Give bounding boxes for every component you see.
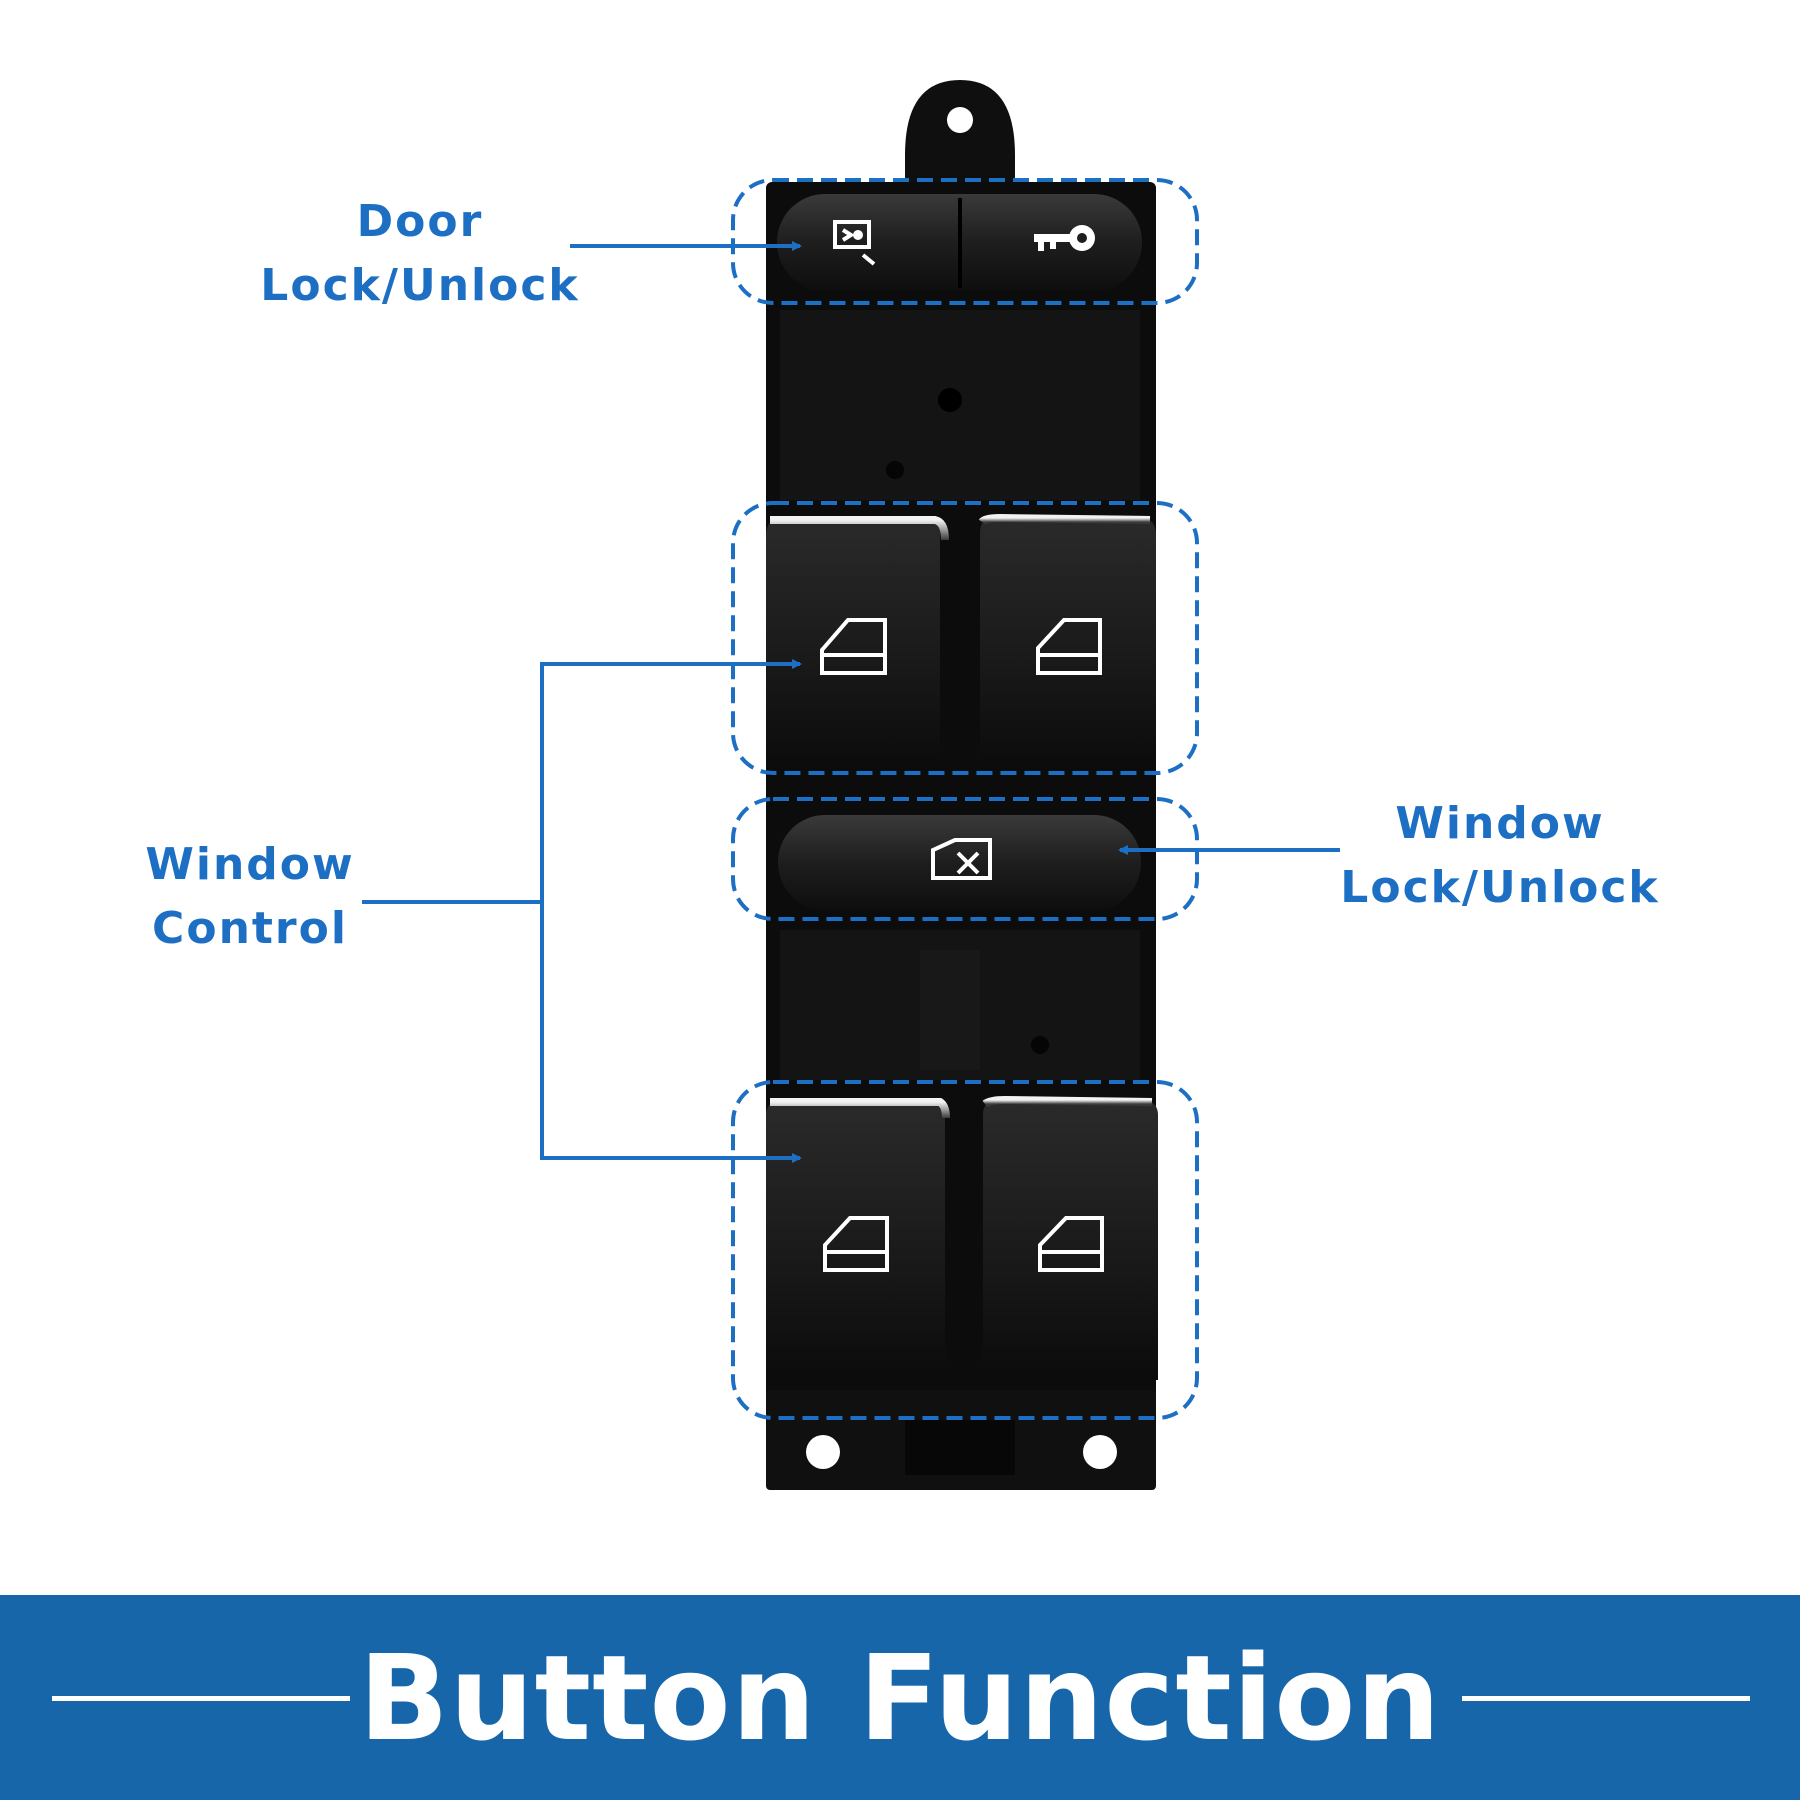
- callout-boxes: [731, 178, 1199, 1420]
- callout-arrows: [362, 241, 1340, 1163]
- window-switch-icon: [823, 1216, 889, 1272]
- window-switch-front-left[interactable]: [766, 516, 949, 770]
- banner-rule-right: [1462, 1696, 1750, 1701]
- door-lock-icon: [833, 220, 876, 266]
- banner-rule-left: [52, 1696, 350, 1701]
- window-lock-highlight: [731, 797, 1199, 921]
- door-lock-rocker[interactable]: [777, 194, 1142, 291]
- door-lock-label-line2: Lock/Unlock: [260, 260, 580, 311]
- window-switch-rear-right[interactable]: [982, 1095, 1158, 1380]
- window-control-label: Window Control: [100, 833, 400, 961]
- door-lock-label-line1: Door: [356, 196, 484, 247]
- window-switch-front-right[interactable]: [978, 513, 1156, 770]
- door-lock-highlight: [731, 178, 1199, 305]
- window-lock-icon: [931, 838, 992, 880]
- window-control-top-highlight: [731, 501, 1199, 775]
- bottom-mount-hole-right: [1083, 1435, 1117, 1469]
- banner-title: Button Function: [358, 1629, 1442, 1767]
- door-lock-label: Door Lock/Unlock: [230, 190, 610, 318]
- window-switch-icon: [1038, 1216, 1104, 1272]
- window-lock-label: Window Lock/Unlock: [1300, 792, 1700, 920]
- window-switch-icon: [820, 618, 887, 675]
- window-control-bottom-highlight: [731, 1080, 1199, 1420]
- key-icon: [1034, 225, 1095, 251]
- window-control-label-line1: Window: [145, 839, 355, 890]
- window-lock-label-line1: Window: [1395, 798, 1605, 849]
- window-switch-icon: [1036, 618, 1102, 675]
- window-control-label-line2: Control: [152, 903, 348, 954]
- window-lock-label-line2: Lock/Unlock: [1340, 862, 1660, 913]
- window-switch-rear-left[interactable]: [766, 1098, 950, 1380]
- window-lock-rocker[interactable]: [778, 815, 1141, 910]
- top-mount-hole: [947, 107, 973, 133]
- bottom-mount-hole-left: [806, 1435, 840, 1469]
- window-control-bracket: [540, 662, 798, 1160]
